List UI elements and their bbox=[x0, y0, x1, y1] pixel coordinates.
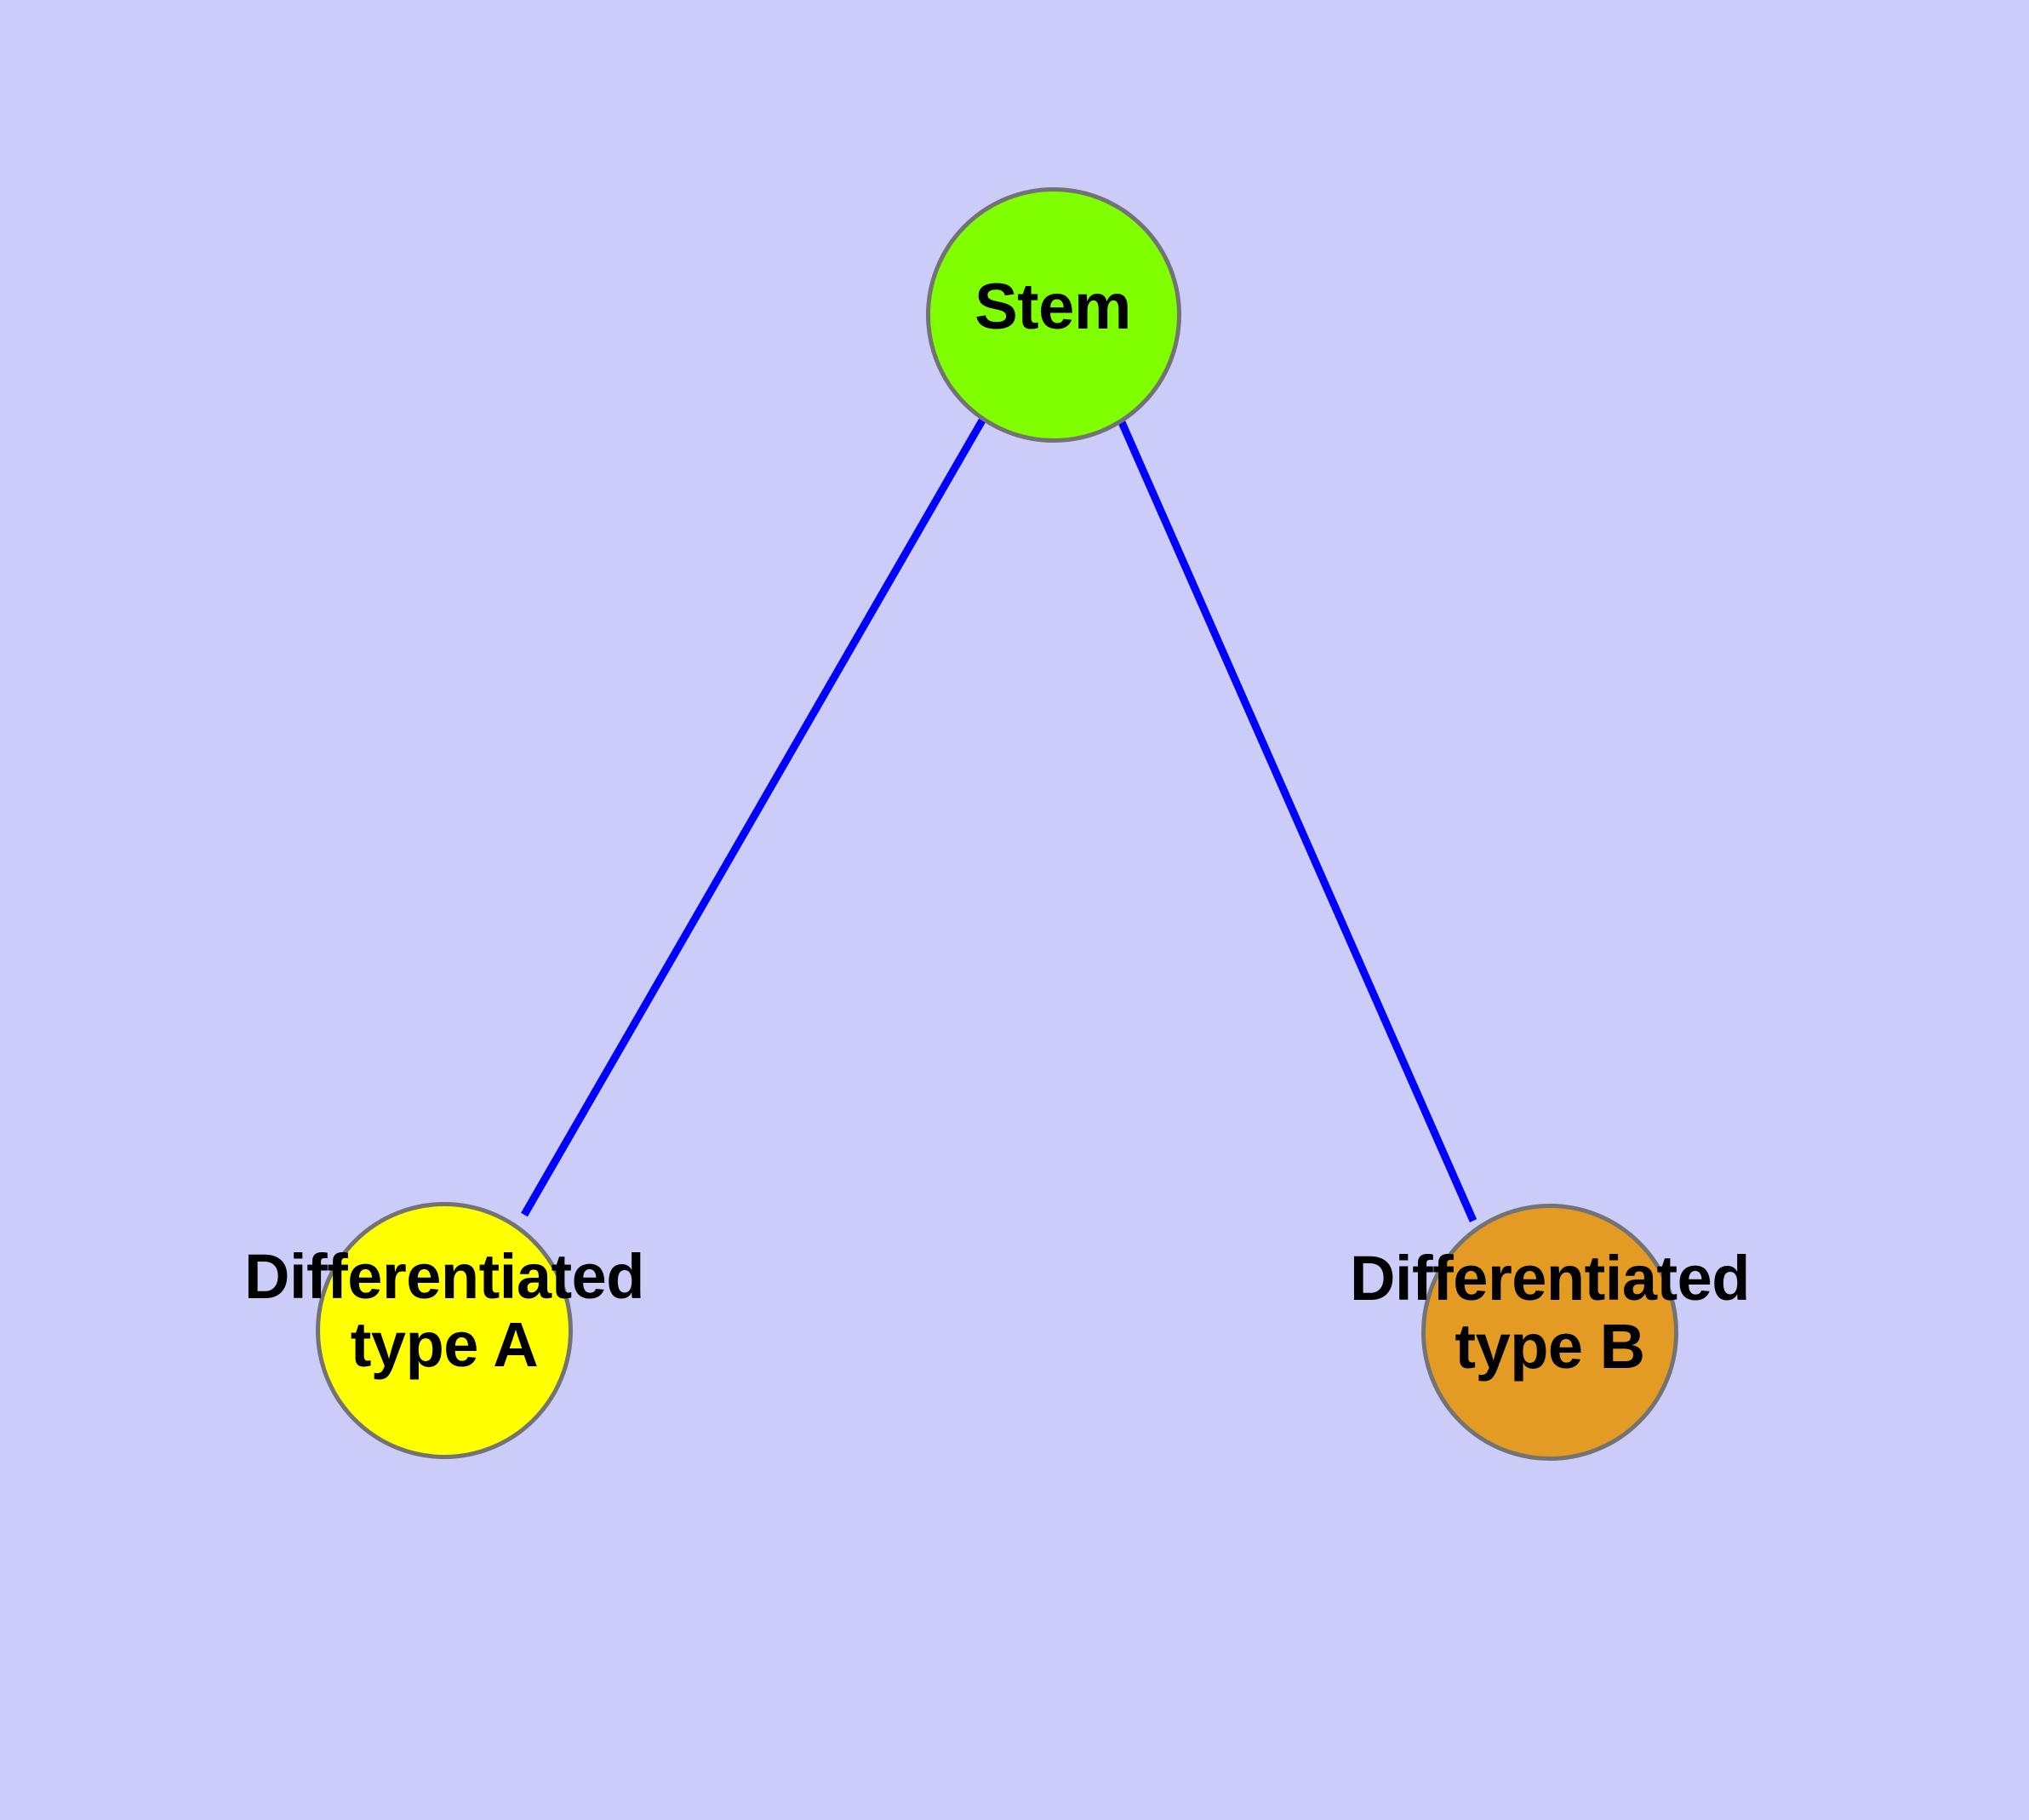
node-differentiated-type-b[interactable] bbox=[1421, 1204, 1678, 1461]
node-stem[interactable] bbox=[926, 187, 1181, 443]
edge-stem-to-differentiated-type-b[interactable] bbox=[1117, 421, 1477, 1222]
edge-stem-to-differentiated-type-a[interactable] bbox=[521, 418, 986, 1217]
node-differentiated-type-a[interactable] bbox=[316, 1202, 573, 1459]
